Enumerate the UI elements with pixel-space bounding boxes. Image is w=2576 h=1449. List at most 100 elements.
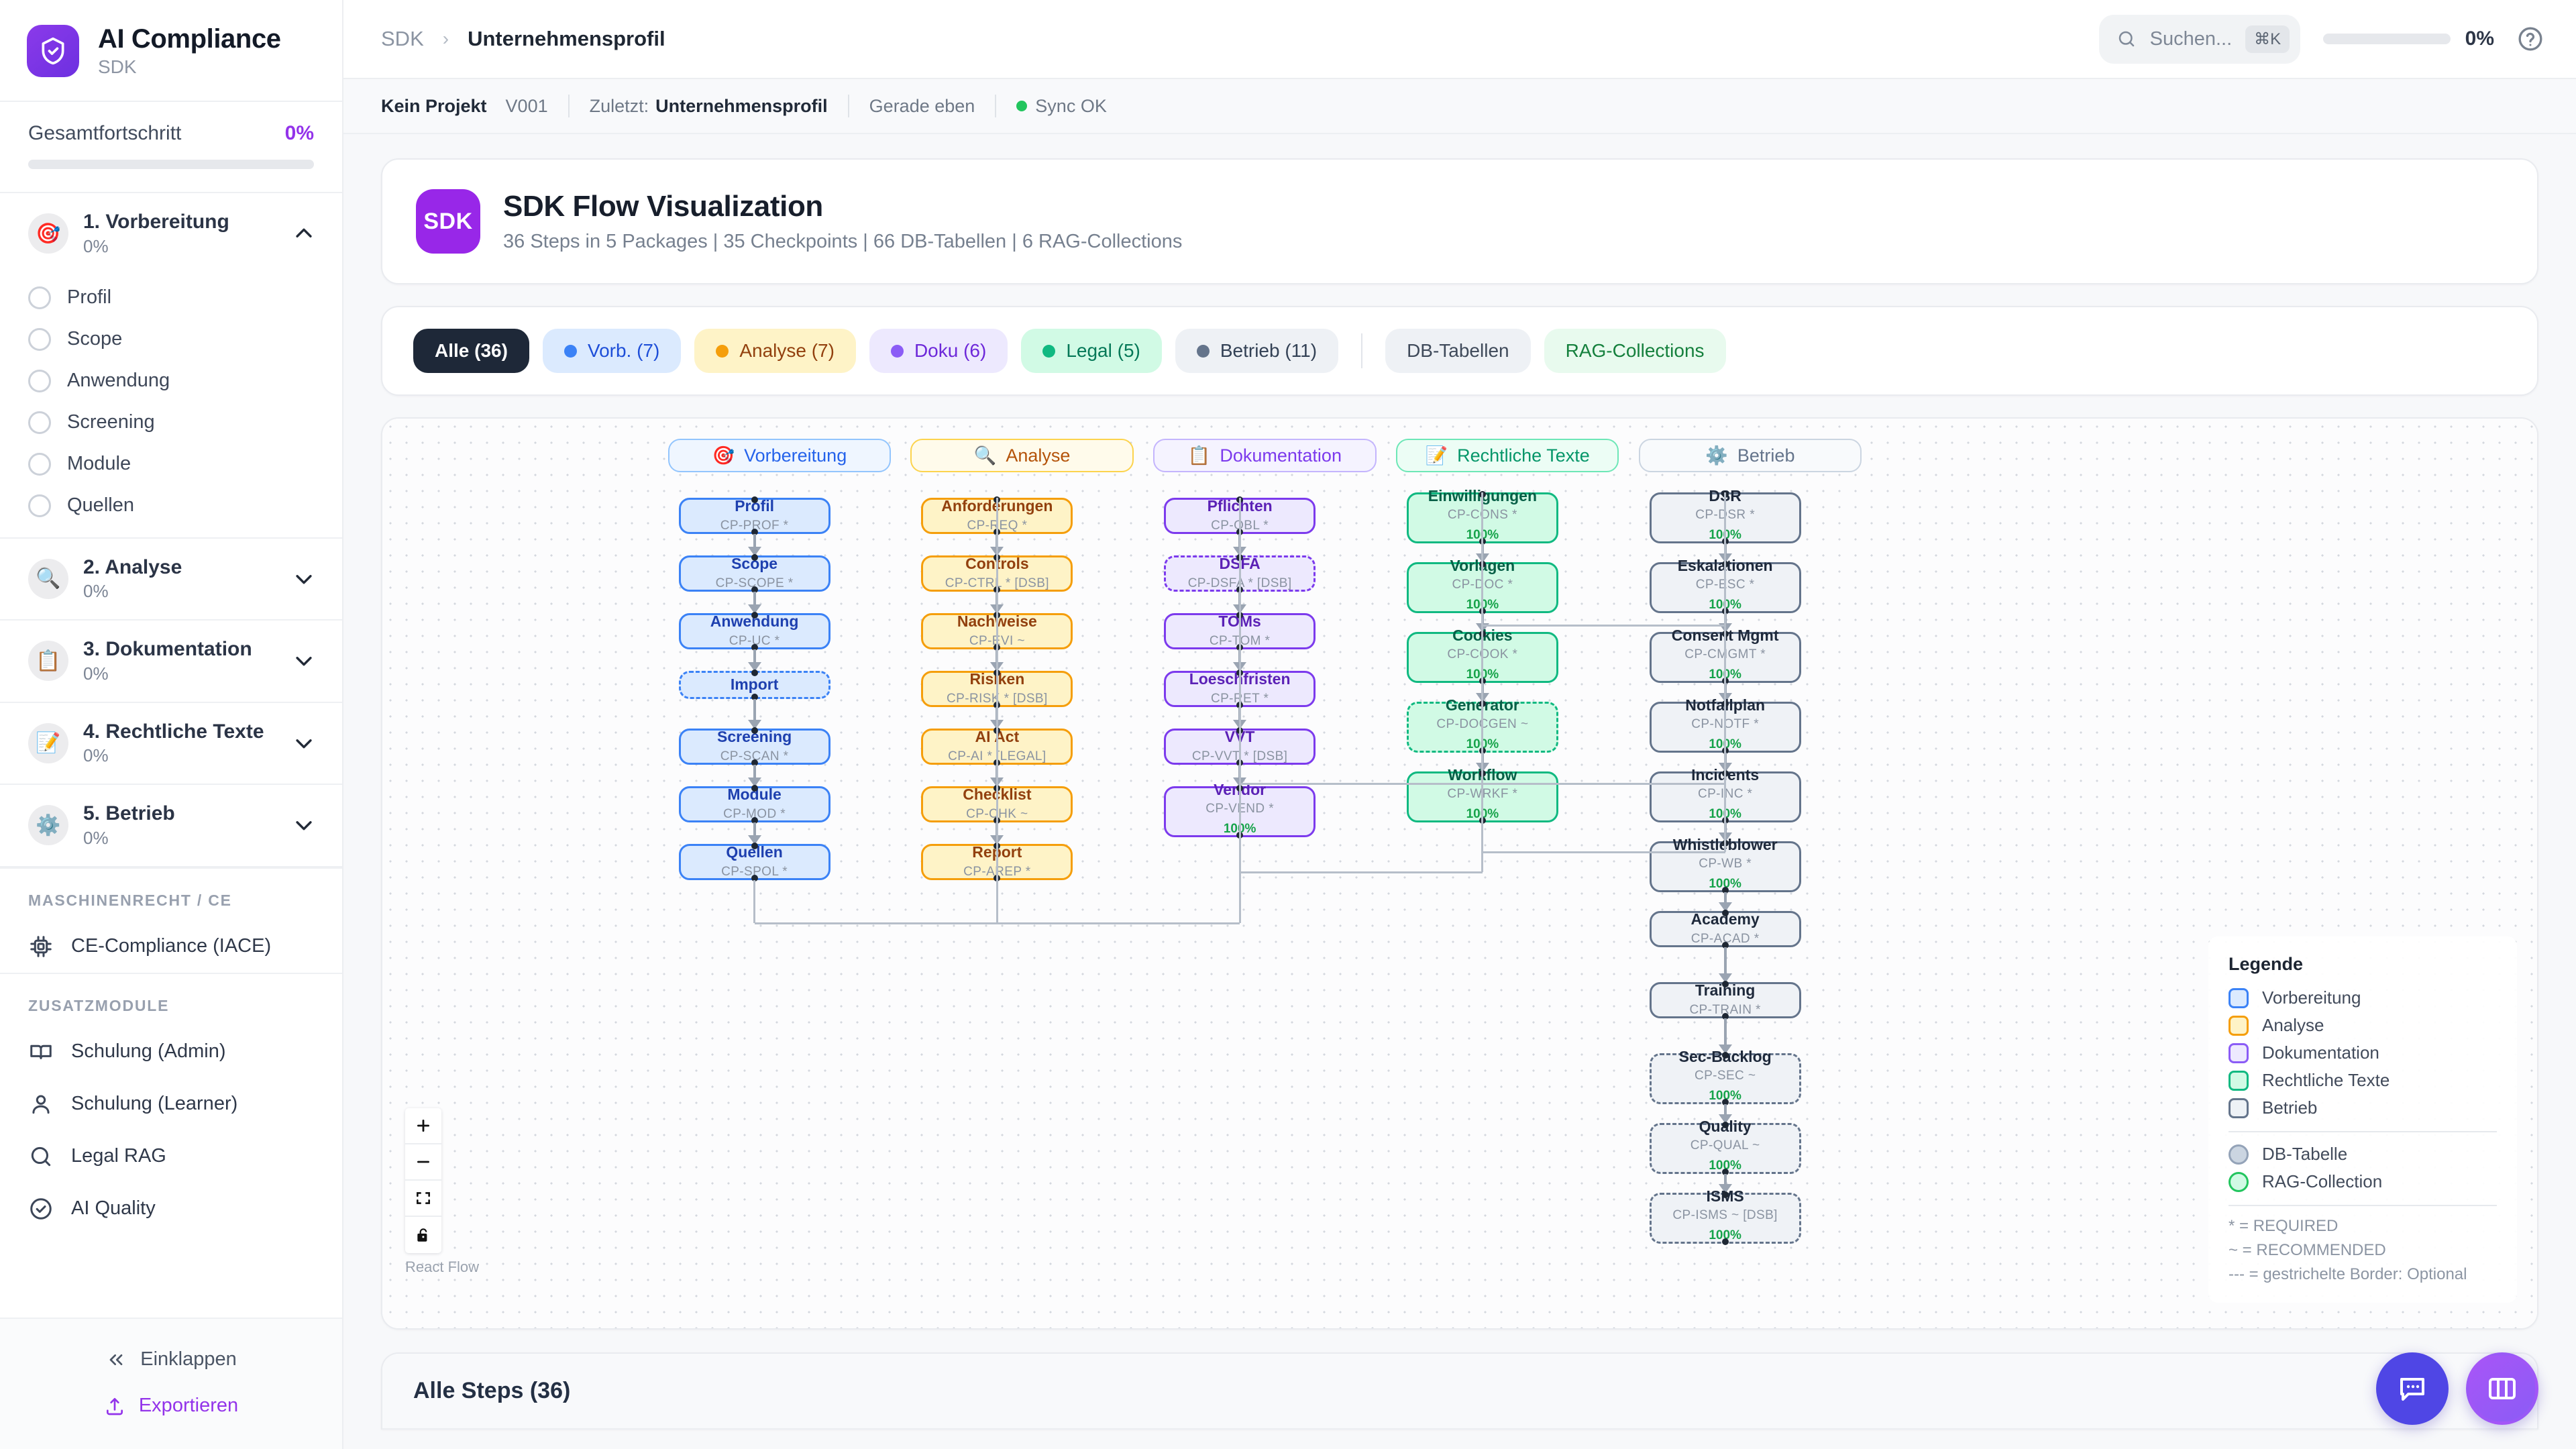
status-bar: Kein Projekt V001 Zuletzt: Unternehmensp… xyxy=(343,79,2576,134)
flow-node-quality[interactable]: QualityCP-QUAL ~100% xyxy=(1649,1118,1801,1175)
search-input[interactable]: Suchen... ⌘K xyxy=(2098,14,2300,64)
chip-icon xyxy=(28,934,54,959)
legend-label: Vorbereitung xyxy=(2262,987,2361,1008)
hero-card: SDK SDK Flow Visualization 36 Steps in 5… xyxy=(381,158,2538,284)
phase-icon: 📝 xyxy=(28,722,68,763)
legend-label: Betrieb xyxy=(2262,1097,2318,1118)
react-flow-canvas[interactable]: Legende Vorbereitung Analyse Dokumentati… xyxy=(382,419,2537,1328)
flow-cross-edge xyxy=(1482,624,1725,627)
panel-fab-button[interactable] xyxy=(2466,1352,2538,1425)
flow-node-import[interactable]: Import xyxy=(678,669,830,700)
legend-divider-1 xyxy=(2229,1131,2497,1132)
node-code: CP-PROF * xyxy=(720,518,789,533)
sidebar-item-schulung-admin[interactable]: Schulung (Admin) xyxy=(0,1026,342,1078)
filter-chip-vorb-7[interactable]: Vorb. (7) xyxy=(542,329,682,373)
nav-item-label: Legal RAG xyxy=(71,1145,166,1167)
zoom-in-button[interactable] xyxy=(405,1108,441,1144)
sidebar-item-scope[interactable]: Scope xyxy=(0,319,342,360)
flow-edge-arrow xyxy=(747,604,761,614)
all-steps-title: Alle Steps (36) xyxy=(413,1378,571,1403)
brand-header[interactable]: AI Compliance SDK xyxy=(0,0,342,102)
sidebar-item-legal-rag[interactable]: Legal RAG xyxy=(0,1130,342,1183)
sidebar-item-screening[interactable]: Screening xyxy=(0,402,342,443)
sidebar-footer: Einklappen Exportieren xyxy=(0,1318,342,1449)
plus-icon xyxy=(417,1120,429,1132)
flow-cross-edge xyxy=(1238,837,1241,872)
filter-bar: Alle (36) Vorb. (7) Analyse (7) Doku (6) Leg… xyxy=(381,306,2538,396)
lock-toggle-button[interactable] xyxy=(405,1217,441,1253)
filter-chip-rag-collections[interactable]: RAG-Collections xyxy=(1544,329,1726,373)
help-circle-icon[interactable] xyxy=(2517,25,2544,52)
zoom-out-button[interactable] xyxy=(405,1144,441,1181)
step-status-radio[interactable] xyxy=(28,411,51,434)
nav-item-label: CE-Compliance (IACE) xyxy=(71,935,272,957)
sidebar-item-anwendung[interactable]: Anwendung xyxy=(0,360,342,402)
step-status-radio[interactable] xyxy=(28,286,51,309)
sidebar-phase-3-dokumentation[interactable]: 📋 3. Dokumentation 0% xyxy=(0,621,342,702)
filter-chip-legal-5[interactable]: Legal (5) xyxy=(1021,329,1162,373)
chat-fab-button[interactable] xyxy=(2376,1352,2449,1425)
overall-progress: Gesamtfortschritt 0% xyxy=(0,102,342,193)
filter-chip-analyse-7[interactable]: Analyse (7) xyxy=(694,329,856,373)
flow-edge-arrow xyxy=(747,547,761,556)
filter-chip-db-tabellen[interactable]: DB-Tabellen xyxy=(1385,329,1531,373)
flow-edge-arrow xyxy=(1718,973,1732,983)
step-status-radio[interactable] xyxy=(28,327,51,351)
flow-node-whistleblower[interactable]: WhistleblowerCP-WB *100% xyxy=(1649,836,1801,894)
collapse-sidebar-button[interactable]: Einklappen xyxy=(0,1336,342,1383)
flow-edge xyxy=(1723,1104,1727,1117)
node-code: CP-WB * xyxy=(1699,857,1752,871)
upload-icon xyxy=(106,1397,123,1415)
node-port-bottom xyxy=(751,759,758,766)
phase-progress: 0% xyxy=(83,235,109,256)
status-sync-label: Sync OK xyxy=(1035,95,1107,116)
phase-icon: 🔍 xyxy=(28,558,68,599)
phase-progress: 0% xyxy=(83,745,109,765)
export-button[interactable]: Exportieren xyxy=(0,1383,342,1429)
flow-node-isms[interactable]: ISMSCP-ISMS ~ [DSB]100% xyxy=(1649,1187,1801,1245)
node-port-top xyxy=(751,785,758,792)
sidebar-nav: 🎯 1. Vorbereitung 0% Profil Scope Anwend… xyxy=(0,193,342,1318)
flow-cross-edge xyxy=(754,922,998,924)
filter-chip-alle-36[interactable]: Alle (36) xyxy=(413,329,529,373)
legend-note: --- = gestrichelte Border: Optional xyxy=(2229,1265,2467,1283)
step-status-radio[interactable] xyxy=(28,452,51,476)
sidebar-item-ce-compliance-iace[interactable]: CE-Compliance (IACE) xyxy=(0,920,342,973)
flow-cross-edge xyxy=(1481,613,1484,625)
sidebar-item-ai-quality[interactable]: AI Quality xyxy=(0,1183,342,1235)
filter-chip-doku-6[interactable]: Doku (6) xyxy=(869,329,1008,373)
legend-row-betrieb: Betrieb xyxy=(2229,1094,2497,1122)
flow-node-sec-backlog[interactable]: Sec-BacklogCP-SEC ~100% xyxy=(1649,1048,1801,1106)
breadcrumb-root[interactable]: SDK xyxy=(381,27,424,50)
sidebar-item-schulung-learner[interactable]: Schulung (Learner) xyxy=(0,1078,342,1130)
step-status-radio[interactable] xyxy=(28,369,51,392)
chevron-down-icon xyxy=(296,657,312,666)
sidebar-item-label: Quellen xyxy=(67,494,134,516)
sidebar-phase-5-betrieb[interactable]: ⚙️ 5. Betrieb 0% xyxy=(0,785,342,866)
legend-swatch xyxy=(2229,1171,2249,1192)
sidebar-item-profil[interactable]: Profil xyxy=(0,277,342,319)
node-port-bottom xyxy=(751,644,758,651)
flow-attribution[interactable]: React Flow xyxy=(405,1258,480,1275)
sidebar-divider-2 xyxy=(0,972,342,974)
sidebar-phase-2-analyse[interactable]: 🔍 2. Analyse 0% xyxy=(0,539,342,620)
sidebar-phase-4-rechtliche-texte[interactable]: 📝 4. Rechtliche Texte 0% xyxy=(0,703,342,784)
filter-chip-betrieb-11[interactable]: Betrieb (11) xyxy=(1175,329,1339,373)
step-status-radio[interactable] xyxy=(28,494,51,517)
status-divider-2 xyxy=(847,95,849,117)
sidebar-item-quellen[interactable]: Quellen xyxy=(0,485,342,527)
fit-view-button[interactable] xyxy=(405,1181,441,1217)
node-port-bottom xyxy=(751,694,758,700)
sidebar-phase-1-vorbereitung[interactable]: 🎯 1. Vorbereitung 0% xyxy=(0,193,342,274)
sidebar-item-module[interactable]: Module xyxy=(0,443,342,485)
sidebar-item-label: Module xyxy=(67,453,131,474)
legend-swatch xyxy=(2229,1015,2249,1036)
